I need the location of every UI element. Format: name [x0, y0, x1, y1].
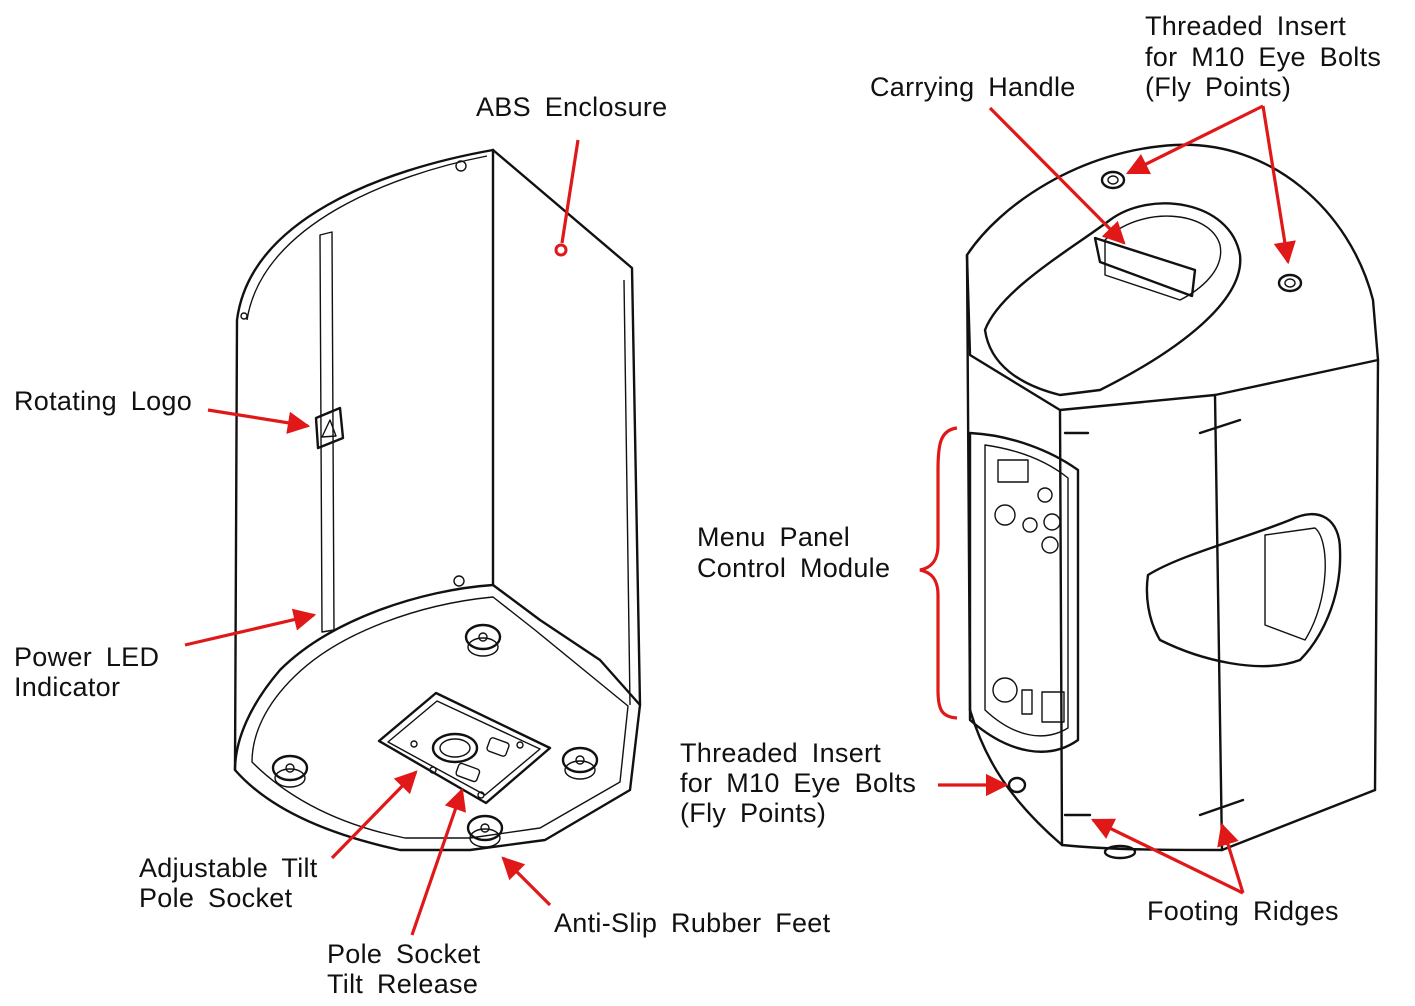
arrow-abs-enclosure: [560, 139, 580, 244]
label-carrying-handle: Carrying Handle: [870, 72, 1076, 102]
label-fly-rear-line2: for M10 Eye Bolts: [680, 768, 917, 798]
right-speaker: [965, 143, 1380, 860]
label-fly-rear-line1: Threaded Insert: [680, 738, 882, 768]
rubber-foot-2: [561, 746, 599, 780]
label-menu-panel-line2: Control Module: [697, 553, 891, 583]
label-menu-panel-line1: Menu Panel: [697, 522, 851, 552]
arrow-tilt-socket: [330, 770, 418, 860]
rubber-foot-3: [464, 623, 502, 657]
label-abs-enclosure: ABS Enclosure: [476, 92, 668, 122]
arrow-power-led: [184, 608, 317, 647]
arrow-rubber-feet: [501, 856, 552, 907]
rubber-foot-1: [271, 754, 309, 788]
label-footing-ridges: Footing Ridges: [1147, 896, 1339, 926]
arrow-fly-top-1: [1125, 104, 1264, 175]
label-fly-top-line1: Threaded Insert: [1145, 11, 1347, 41]
arrow-rotating-logo: [207, 408, 311, 434]
annotation-arrows: [184, 104, 1296, 936]
label-fly-rear-line3: (Fly Points): [680, 798, 827, 828]
label-tilt-socket-line2: Pole Socket: [139, 883, 293, 913]
abs-enclosure-marker: [554, 243, 568, 257]
label-tilt-socket-line1: Adjustable Tilt: [139, 853, 318, 883]
arrow-fly-top-2: [1261, 105, 1296, 265]
arrow-carrying-handle: [988, 106, 1126, 245]
rubber-foot-4: [466, 814, 504, 848]
label-rotating-logo: Rotating Logo: [14, 386, 193, 416]
label-tilt-release-line2: Tilt Release: [327, 969, 479, 999]
label-rubber-feet: Anti-Slip Rubber Feet: [554, 908, 831, 938]
label-power-led-line1: Power LED: [14, 642, 160, 672]
menu-panel-brace: [919, 426, 958, 720]
label-tilt-release-line1: Pole Socket: [327, 939, 481, 969]
arrow-footing-2: [1217, 822, 1245, 894]
left-speaker: [233, 148, 642, 852]
arrow-tilt-release: [410, 787, 467, 936]
label-fly-top-line3: (Fly Points): [1145, 72, 1292, 102]
arrow-footing-1: [1090, 818, 1244, 895]
label-power-led-line2: Indicator: [14, 672, 121, 702]
label-fly-top-line2: for M10 Eye Bolts: [1145, 42, 1382, 72]
